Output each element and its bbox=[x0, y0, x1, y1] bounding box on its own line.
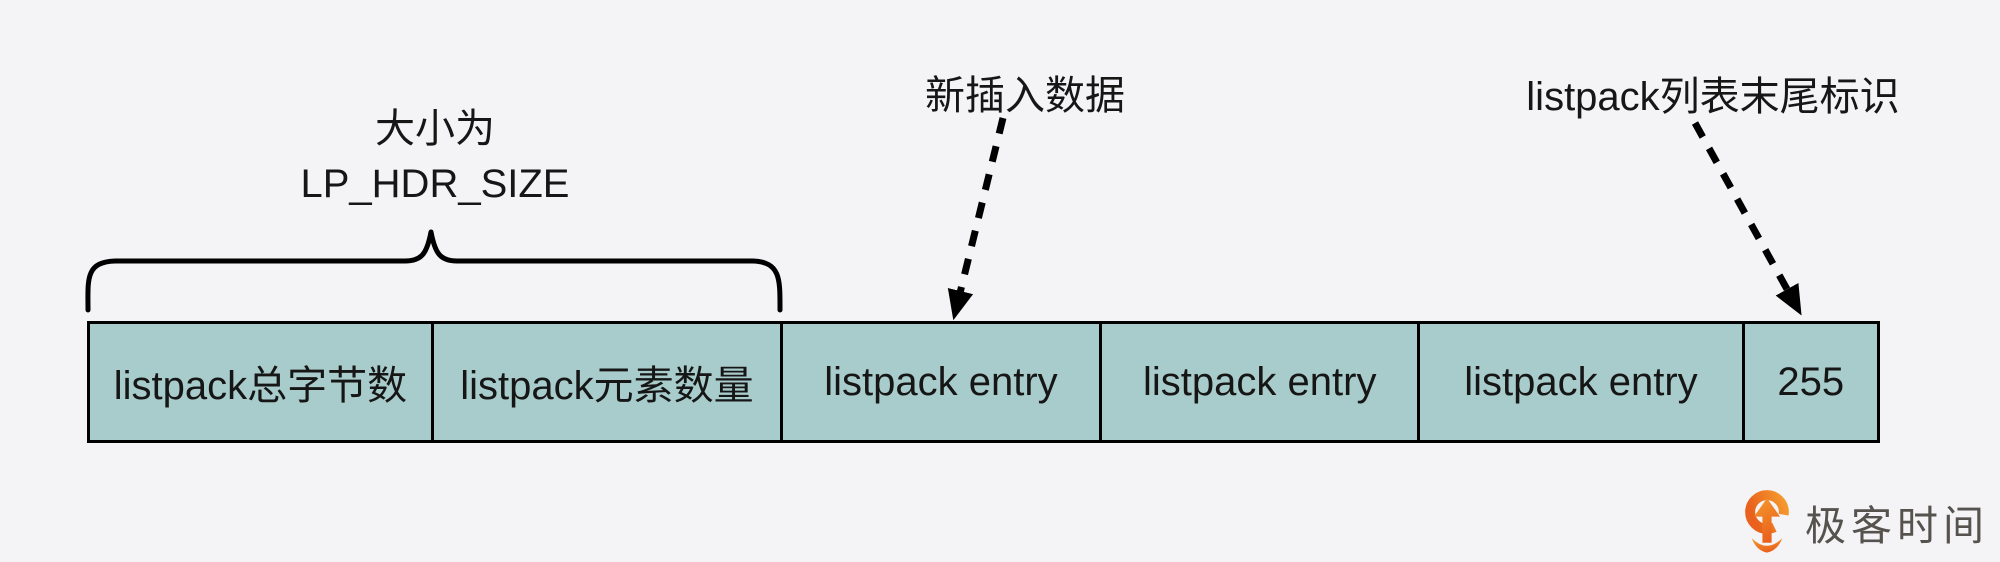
new-data-arrow bbox=[947, 117, 1007, 321]
new-data-label: 新插入数据 bbox=[925, 74, 1125, 118]
geektime-logo-text: 极客时间 bbox=[1805, 503, 1989, 549]
cell-entry-1: listpack entry bbox=[782, 324, 1103, 440]
geektime-logo: 极客时间 bbox=[1744, 489, 1989, 555]
size-annotation: 大小为 LP_HDR_SIZE bbox=[235, 102, 635, 212]
cell-total-bytes: listpack总字节数 bbox=[90, 324, 434, 440]
end-marker-arrow bbox=[1691, 121, 1802, 316]
header-size-brace bbox=[85, 229, 783, 313]
size-annotation-line2: LP_HDR_SIZE bbox=[300, 162, 570, 206]
cell-entry-2: listpack entry bbox=[1102, 324, 1421, 440]
end-marker-label: listpack列表末尾标识 bbox=[1526, 75, 1900, 119]
cell-num-elements: listpack元素数量 bbox=[433, 324, 783, 440]
listpack-structure-row: listpack总字节数 listpack元素数量 listpack entry… bbox=[87, 321, 1880, 443]
cell-entry-3: listpack entry bbox=[1420, 324, 1745, 440]
cell-end-byte: 255 bbox=[1744, 324, 1877, 440]
size-annotation-line1: 大小为 bbox=[375, 107, 495, 151]
geektime-logo-icon bbox=[1745, 490, 1789, 553]
